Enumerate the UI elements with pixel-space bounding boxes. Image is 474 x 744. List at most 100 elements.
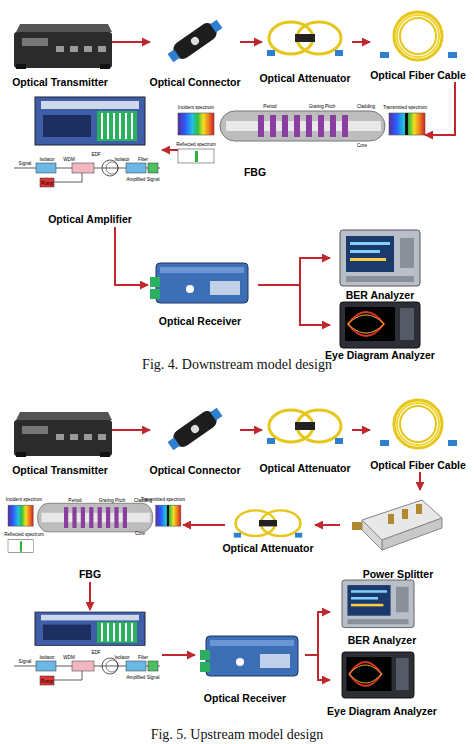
device-label: Optical Fiber Cable (370, 460, 466, 471)
signal-arrow (352, 41, 370, 43)
amplifier-schematic (14, 160, 160, 187)
device-node: Optical Connector (150, 12, 240, 90)
device-node: Optical Attenuator (225, 500, 315, 556)
part-label: Signal (19, 162, 32, 167)
device-node: Power Splitter (340, 490, 450, 582)
signal-arrow (258, 258, 330, 285)
fiber-coil-art (380, 12, 457, 60)
device-label: Optical Transmitter (12, 465, 108, 476)
signal-arrow (183, 524, 225, 526)
eye-analyzer-art (340, 302, 420, 348)
signal-arrow (352, 429, 370, 431)
amplifier-art (35, 97, 145, 145)
part-label: Core (357, 144, 367, 149)
attenuator-art (267, 410, 343, 444)
part-label: EDF (91, 153, 100, 158)
device-node: BER Analyzer (330, 226, 430, 302)
transmitter-art (14, 24, 112, 69)
eye-analyzer-art (342, 652, 414, 698)
device-node: Optical Transmitter (8, 12, 112, 90)
device-label: Optical Connector (149, 77, 240, 88)
signal-arrow (315, 524, 340, 526)
connector-art (165, 404, 224, 453)
ber-analyzer-art (342, 580, 414, 628)
part-label: Period (68, 499, 81, 504)
part-label: Pump (41, 182, 53, 187)
device-label: Optical Transmitter (12, 77, 108, 88)
device-label: Power Splitter (363, 569, 434, 580)
signal-arrow (89, 582, 91, 610)
part-label: Isolator (114, 656, 129, 661)
part-label: Transmitted spectrum (141, 498, 185, 503)
signal-arrow (240, 429, 262, 431)
part-label: Grating Pitch (99, 499, 126, 504)
signal-arrow (112, 429, 150, 431)
signal-arrow (115, 227, 148, 285)
fiber-coil-art (380, 400, 457, 448)
signal-arrow (425, 82, 455, 135)
device-label: Optical Receiver (204, 693, 286, 704)
device-node: Optical Attenuator (262, 400, 352, 476)
device-node: Optical Attenuator (262, 12, 352, 86)
device-node: Optical Transmitter (8, 400, 112, 478)
signal-arrow (305, 612, 330, 655)
part-label: Reflected spectrum (176, 143, 216, 148)
device-node: Optical Receiver (195, 625, 305, 705)
device-label: FBG (244, 167, 266, 178)
part-label: EDF (91, 651, 100, 656)
part-label: Incident spectrum (178, 106, 214, 111)
device-node: Optical Fiber Cable (370, 396, 466, 472)
device-label: FBG (79, 569, 101, 580)
part-label: Isolator (39, 656, 54, 661)
signal-arrow (162, 149, 178, 151)
fbg-art (8, 503, 181, 552)
device-node: Signal Isolator WDM EDF Isolator FilterPump Am… (12, 610, 162, 695)
receiver-art (200, 636, 298, 676)
device-label: Optical Fiber Cable (370, 70, 466, 81)
device-node: Optical Receiver (148, 250, 258, 328)
receiver-art (150, 263, 248, 303)
part-label: Amplified Signal (127, 178, 160, 183)
transmitter-art (14, 412, 112, 457)
signal-arrow (112, 41, 150, 43)
device-label: Optical Attenuator (259, 73, 350, 84)
device-node: Optical Fiber Cable (370, 8, 466, 82)
amplifier-art (35, 612, 145, 646)
part-label: Reflected spectrum (4, 533, 44, 538)
device-label: BER Analyzer (346, 290, 414, 301)
device-node: Optical Connector (150, 400, 240, 478)
signal-arrow (305, 655, 330, 680)
device-label: Optical Receiver (159, 316, 241, 327)
device-node: BER Analyzer (330, 578, 435, 646)
device-node: SignalIsolatorWDMEDFIsolatorFilterPumpAm… (12, 95, 162, 227)
part-label: Signal (19, 660, 32, 665)
fbg-art (178, 111, 425, 163)
attenuator-art (234, 510, 302, 537)
device-node: Incident spectrum Period Grating Pitch Clad… (178, 97, 425, 180)
device-label: Eye Diagram Analyzer (325, 350, 435, 361)
part-label: Isolator (114, 158, 129, 163)
device-label: BER Analyzer (348, 635, 416, 646)
part-label: Period (263, 105, 276, 110)
part-label: Cladding (357, 105, 375, 110)
amplifier-schematic (14, 658, 160, 685)
device-label: Eye Diagram Analyzer (327, 706, 437, 717)
device-label: Optical Amplifier (48, 214, 132, 225)
device-label: Optical Connector (149, 465, 240, 476)
part-label: Grating Pitch (309, 105, 336, 110)
device-label: Optical Attenuator (222, 543, 313, 554)
part-label: Pump (41, 680, 53, 685)
part-label: Filter (138, 158, 148, 163)
figure-caption: Fig. 5. Upstream model design (151, 727, 324, 743)
attenuator-art (267, 22, 343, 56)
part-label: Filter (138, 656, 148, 661)
signal-arrow (419, 472, 421, 490)
part-label: Transmitted spectrum (383, 106, 427, 111)
device-node: Eye Diagram Analyzer (330, 648, 435, 718)
signal-arrow (258, 285, 330, 325)
part-label: WDM (63, 656, 74, 661)
part-label: Amplified Signal (127, 676, 160, 681)
part-label: Incident spectrum (6, 498, 42, 503)
part-label: Core (135, 532, 145, 537)
